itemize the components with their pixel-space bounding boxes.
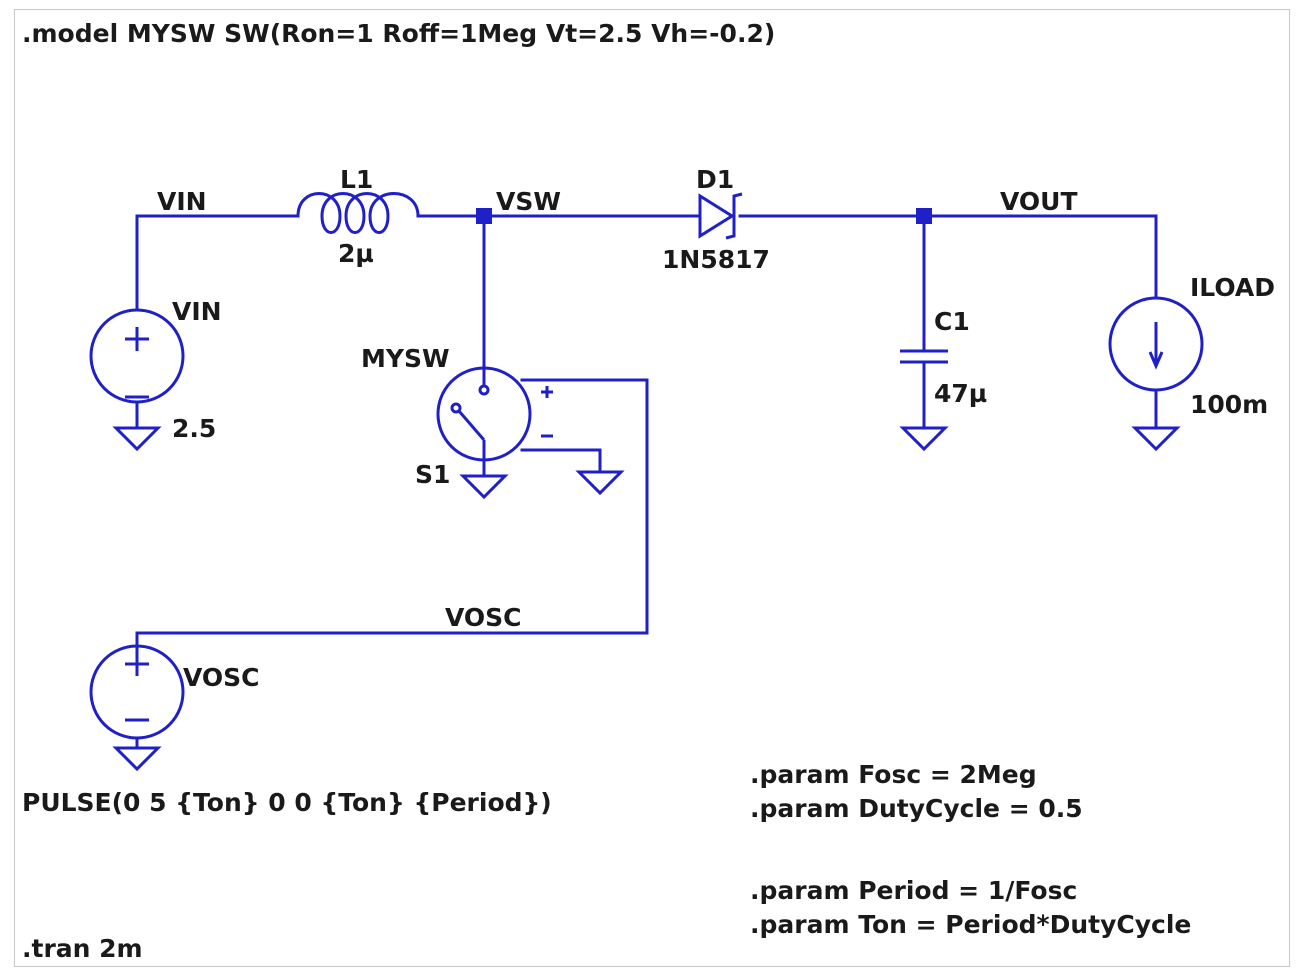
wire-vin — [135, 214, 300, 312]
switch-contact-left-icon — [450, 402, 462, 414]
switch-blade-icon — [457, 410, 486, 441]
model-directive: .model MYSW SW(Ron=1 Roff=1Meg Vt=2.5 Vh… — [22, 19, 775, 48]
vin-source-name: VIN — [172, 297, 222, 326]
tran-directive: .tran 2m — [22, 934, 143, 963]
ground-icon — [899, 426, 949, 452]
voltage-source-vosc: VOSC PULSE(0 5 {Ton} 0 0 {Ton} {Period}) — [22, 644, 552, 817]
switch-s1: MYSW S1 — [361, 344, 553, 489]
voltage-source-vin: VIN 2.5 — [89, 297, 222, 443]
wire-ctrl-neg — [520, 448, 602, 474]
capacitor-value: 47µ — [934, 379, 987, 408]
grounds — [112, 426, 1181, 772]
ground-icon — [1131, 426, 1181, 452]
diode-name: D1 — [696, 165, 734, 194]
inductor-coil-icon — [296, 192, 420, 234]
wire-vout — [738, 214, 1158, 300]
param-fosc: .param Fosc = 2Meg — [750, 760, 1037, 789]
capacitor-name: C1 — [934, 307, 970, 336]
ground-icon — [459, 474, 509, 500]
capacitor-c1: C1 47µ — [900, 307, 987, 408]
diode-triangle-icon — [698, 193, 735, 239]
vosc-source-value: PULSE(0 5 {Ton} 0 0 {Ton} {Period}) — [22, 788, 552, 817]
current-source-circle-icon — [1108, 296, 1204, 392]
vosc-source-name: VOSC — [183, 663, 260, 692]
switch-name: S1 — [415, 460, 450, 489]
param-period: .param Period = 1/Fosc — [750, 876, 1077, 905]
net-label-vsw: VSW — [496, 187, 561, 216]
inductor-l1: L1 2µ — [296, 165, 420, 268]
wires — [135, 214, 1158, 750]
ground-icon — [112, 746, 162, 772]
param-ton: .param Ton = Period*DutyCycle — [750, 910, 1191, 939]
param-dutycycle: .param DutyCycle = 0.5 — [750, 794, 1083, 823]
junction-vout — [916, 208, 932, 224]
wire-vosc — [135, 378, 649, 657]
vin-source-value: 2.5 — [172, 414, 216, 443]
net-label-vout: VOUT — [1000, 187, 1078, 216]
switch-contact-top-icon — [478, 384, 490, 396]
schematic-canvas — [14, 9, 1290, 967]
diode-cathode-bar-icon — [725, 192, 743, 240]
junction-vsw — [476, 208, 492, 224]
current-arrow-head-icon — [1148, 351, 1164, 370]
current-source-value: 100m — [1190, 390, 1268, 419]
inductor-name: L1 — [340, 165, 373, 194]
ground-icon — [575, 470, 625, 496]
diode-d1: D1 1N5817 — [662, 165, 770, 274]
current-source-name: ILOAD — [1190, 273, 1275, 302]
switch-circle-icon — [436, 366, 532, 462]
diode-value: 1N5817 — [662, 245, 770, 274]
switch-model: MYSW — [361, 344, 450, 373]
voltage-source-circle-icon — [89, 308, 185, 404]
inductor-value: 2µ — [338, 239, 374, 268]
voltage-source-circle-icon — [89, 644, 185, 740]
ground-icon — [112, 426, 162, 452]
net-label-vosc: VOSC — [445, 603, 522, 632]
net-label-vin: VIN — [157, 187, 207, 216]
current-source-iload: ILOAD 100m — [1108, 273, 1275, 419]
